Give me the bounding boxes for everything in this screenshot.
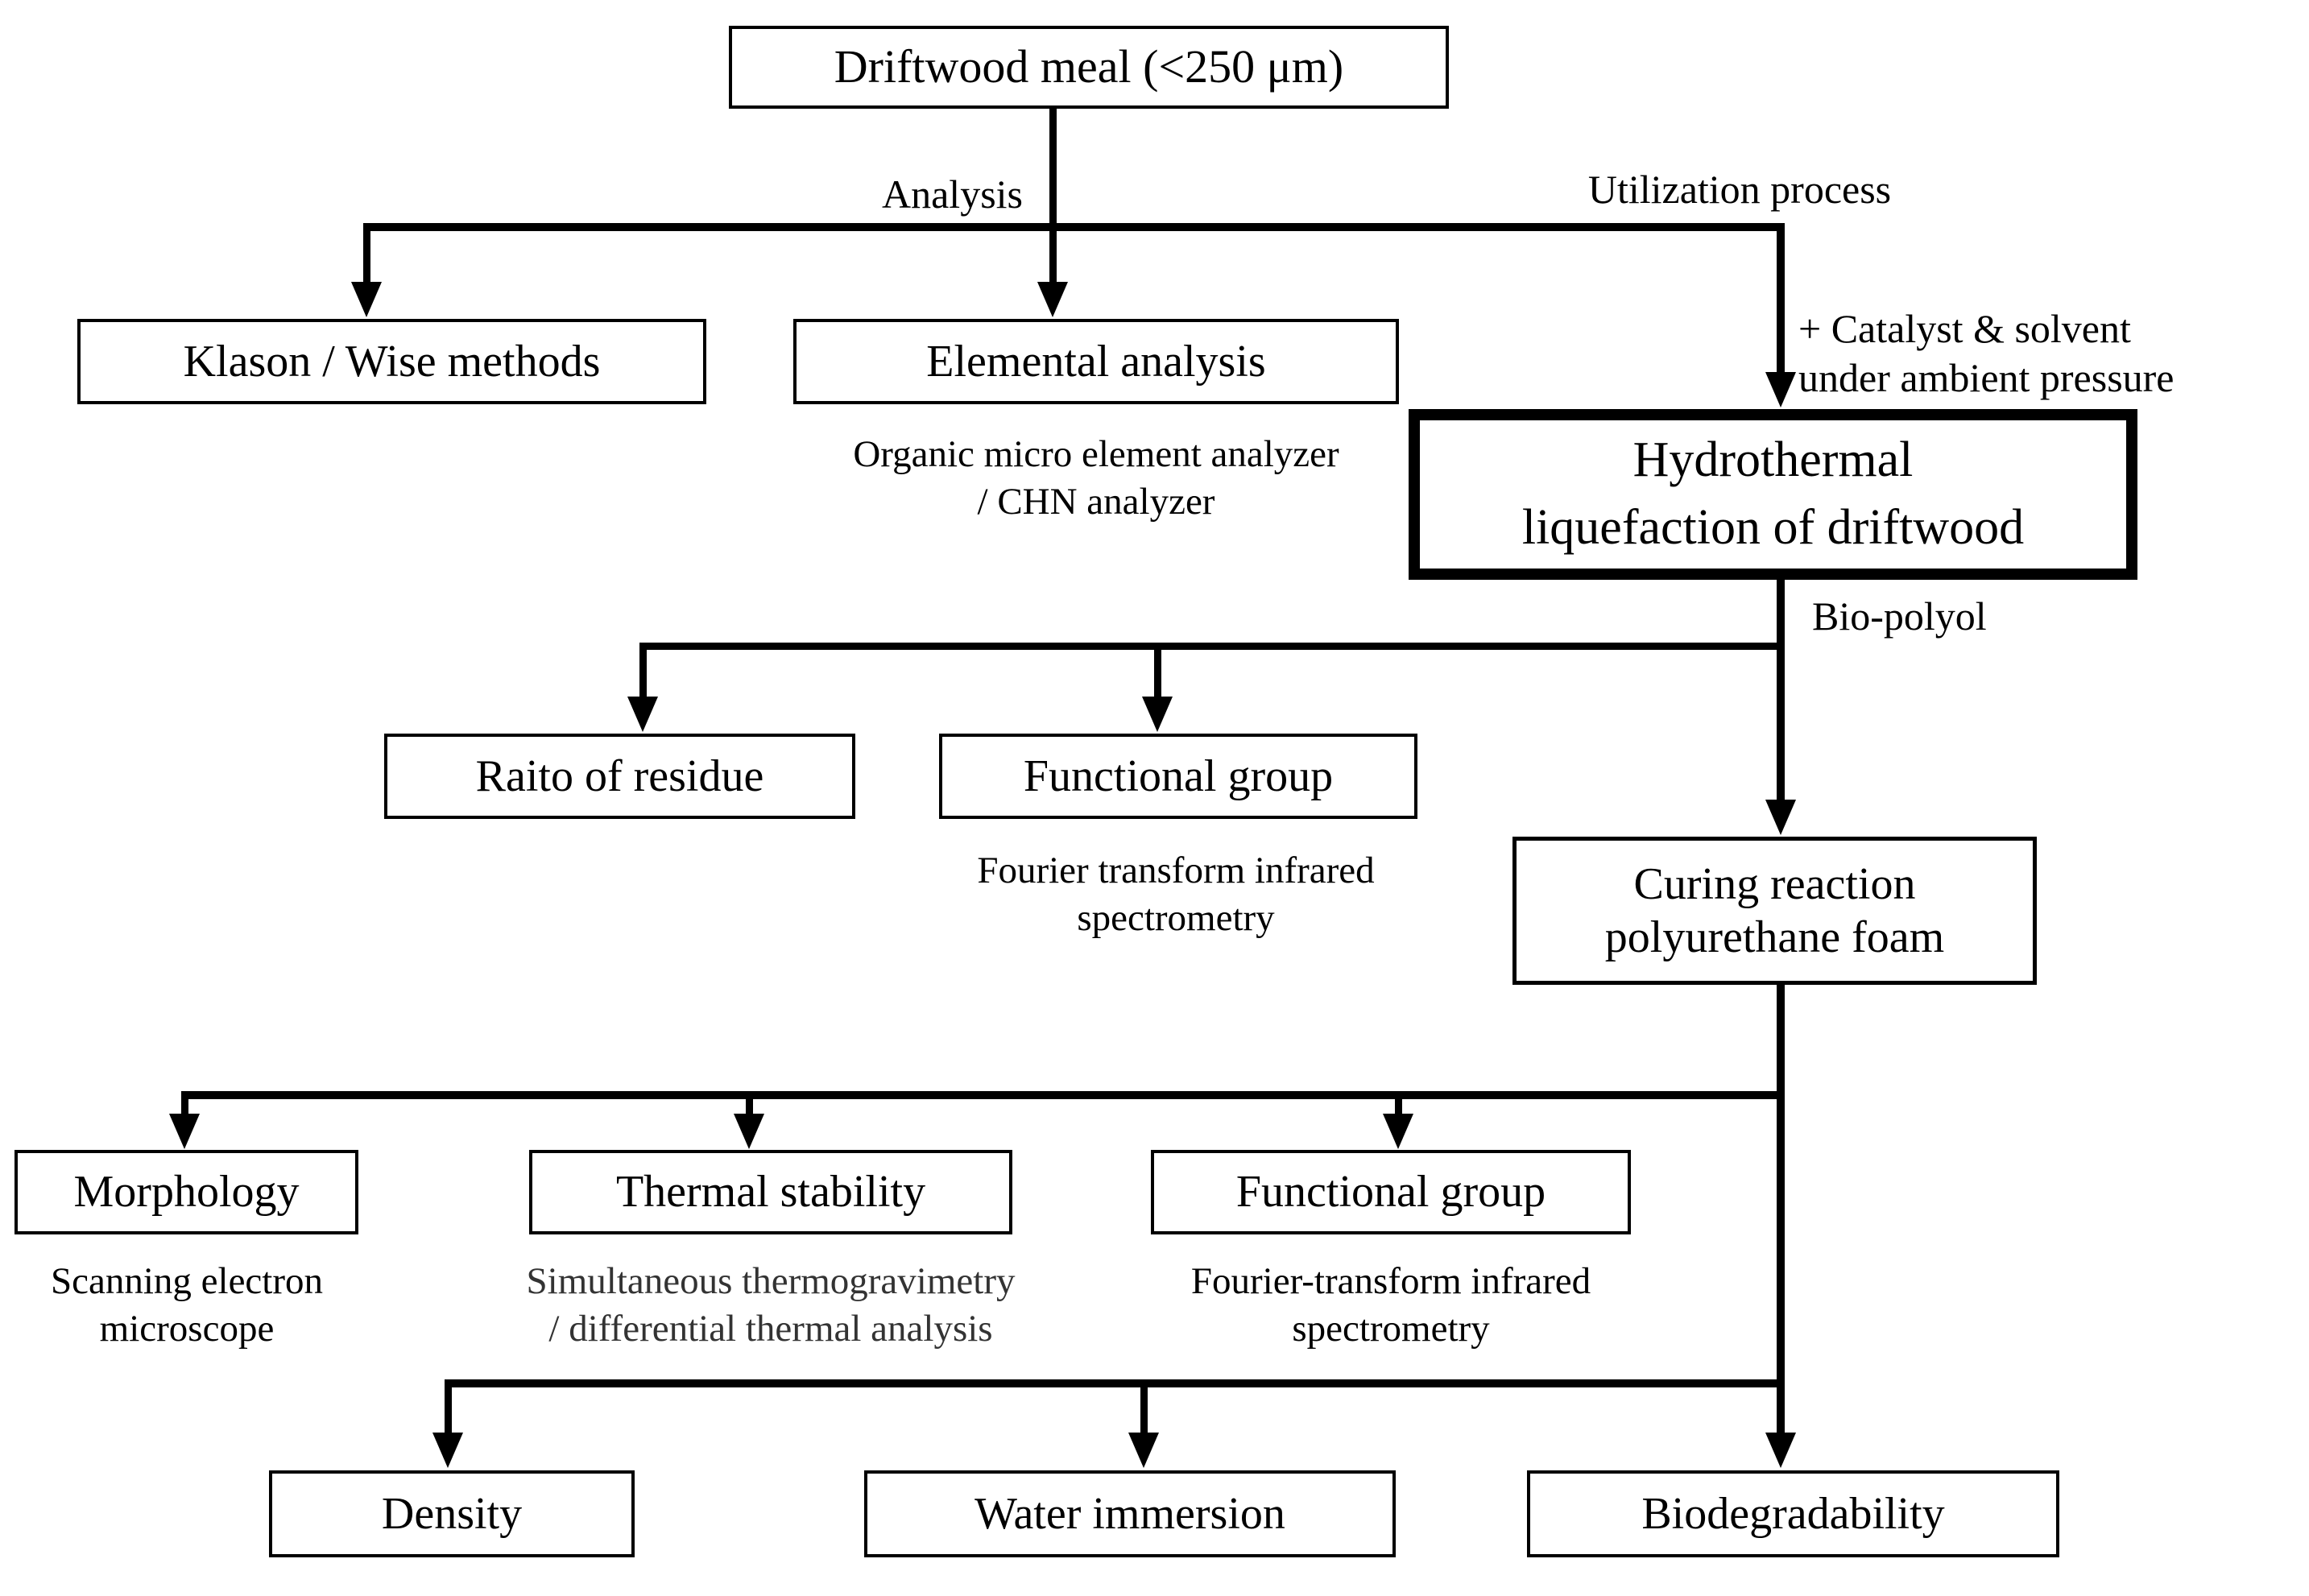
edge-label-bio-polyol: Bio-polyol: [1812, 593, 1987, 639]
connector-curing-to-biodegradability: [1777, 985, 1785, 1433]
arrowhead-morphology: [169, 1114, 200, 1149]
connector-to-functional-group-foam: [1395, 1099, 1402, 1115]
connector-branch-line-2: [639, 643, 1785, 650]
connector-to-elemental: [1049, 231, 1057, 283]
arrowhead-functional-group-polyol: [1142, 697, 1173, 732]
node-hydrothermal-liquefaction: Hydrothermal liquefaction of driftwood: [1409, 409, 2137, 580]
arrowhead-biodegradability: [1765, 1433, 1796, 1468]
connector-branch-line-4: [445, 1379, 1785, 1387]
node-water-immersion: Water immersion: [864, 1470, 1396, 1557]
arrowhead-elemental: [1037, 282, 1068, 317]
connector-to-raito: [639, 650, 647, 697]
connector-root-stem: [1049, 109, 1057, 223]
arrowhead-hydrothermal: [1765, 372, 1796, 407]
edge-label-utilization-process: Utilization process: [1587, 167, 1892, 212]
node-driftwood-meal: Driftwood meal (<250 μm): [729, 26, 1449, 109]
arrowhead-curing: [1765, 800, 1796, 835]
connector-to-morphology: [181, 1099, 188, 1115]
connector-branch-line-1: [363, 223, 1785, 231]
node-elemental-analysis: Elemental analysis: [793, 319, 1399, 404]
arrowhead-density: [432, 1433, 463, 1468]
node-thermal-stability: Thermal stability: [529, 1150, 1012, 1234]
arrowhead-raito: [627, 697, 658, 732]
connector-to-functional-group-polyol: [1154, 650, 1161, 697]
node-functional-group-foam: Functional group: [1151, 1150, 1631, 1234]
arrowhead-klason: [351, 282, 382, 317]
connector-hydrothermal-to-curing: [1777, 580, 1785, 800]
method-note-ftir-foam: Fourier-transform infrared spectrometry: [1190, 1260, 1591, 1350]
method-note-elemental: Organic micro element analyzer / CHN ana…: [853, 433, 1339, 523]
node-morphology: Morphology: [14, 1150, 358, 1234]
connector-to-thermal-stability: [746, 1099, 753, 1115]
connector-to-hydrothermal: [1777, 223, 1785, 372]
node-klason-wise-methods: Klason / Wise methods: [77, 319, 706, 404]
node-curing-reaction-pu-foam: Curing reaction polyurethane foam: [1512, 837, 2037, 985]
arrowhead-water-immersion: [1128, 1433, 1159, 1468]
connector-branch-line-3: [181, 1091, 1785, 1099]
edge-label-analysis: Analysis: [882, 172, 1023, 217]
connector-to-klason: [363, 231, 370, 283]
connector-to-density: [445, 1387, 452, 1433]
method-note-sem: Scanning electron microscope: [50, 1260, 324, 1350]
connector-to-water-immersion: [1140, 1387, 1148, 1433]
method-note-ftir-polyol: Fourier transform infrared spectrometry: [977, 850, 1375, 940]
node-raito-of-residue: Raito of residue: [384, 734, 855, 819]
node-functional-group-polyol: Functional group: [939, 734, 1417, 819]
arrowhead-thermal-stability: [734, 1114, 764, 1149]
node-density: Density: [269, 1470, 635, 1557]
edge-label-catalyst-note: + Catalyst & solvent under ambient press…: [1798, 306, 2175, 400]
method-note-tg-dta: Simultaneous thermogravimetry / differen…: [526, 1260, 1016, 1350]
arrowhead-functional-group-foam: [1383, 1114, 1413, 1149]
node-biodegradability: Biodegradability: [1527, 1470, 2059, 1557]
